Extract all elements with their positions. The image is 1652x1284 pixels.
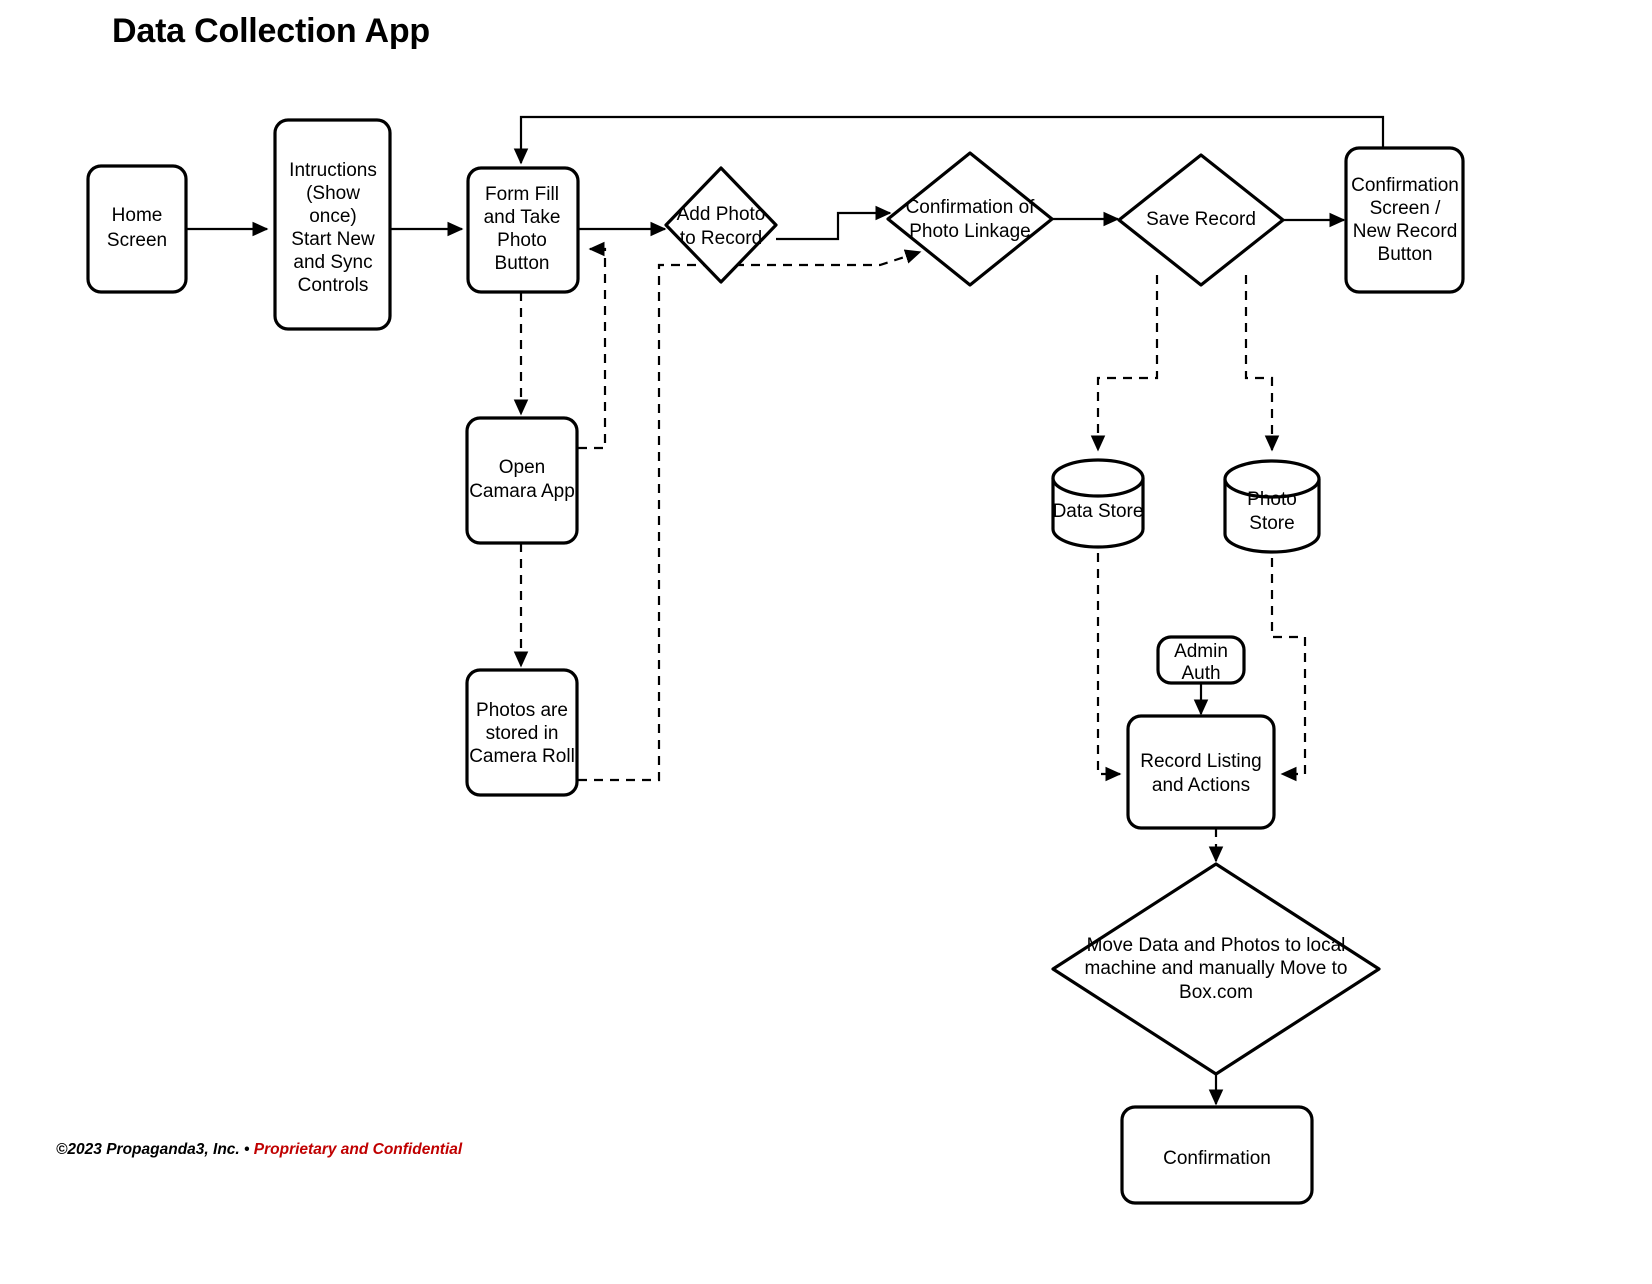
footer: ©2023 Propaganda3, Inc. • Proprietary an… bbox=[56, 1141, 462, 1159]
node-confirmation-screen[interactable]: Confirmation Screen / New Record Button bbox=[1344, 146, 1465, 294]
edge-save-record-to-data-store bbox=[1090, 275, 1159, 452]
edge-photo-store-to-record-listing bbox=[1270, 558, 1307, 782]
node-form-fill[interactable]: Form Fill and Take Photo Button bbox=[466, 166, 580, 294]
node-instructions[interactable]: Intructions (Show once) Start New and Sy… bbox=[273, 118, 392, 331]
node-form-fill-line-1: and Take bbox=[484, 207, 561, 228]
node-photo-store-line-1: Store bbox=[1249, 513, 1294, 534]
edge-confirmation-screen-to-form-fill bbox=[513, 115, 1385, 165]
node-photos-camera-roll[interactable]: Photos are stored in Camera Roll bbox=[465, 668, 579, 797]
node-photo-store[interactable]: Photo Store bbox=[1223, 459, 1321, 554]
node-add-photo[interactable]: Add Photo to Record bbox=[664, 166, 778, 284]
node-photos-roll-line-2: Camera Roll bbox=[469, 746, 575, 767]
node-admin-auth-line-0: Admin bbox=[1174, 641, 1228, 662]
page-title: Data Collection App bbox=[112, 12, 430, 50]
edge-photos-roll-to-confirmation-linkage bbox=[578, 249, 922, 782]
node-save-record[interactable]: Save Record bbox=[1117, 153, 1285, 287]
node-confirmation-screen-line-3: Button bbox=[1378, 244, 1433, 265]
footer-confidential: Proprietary and Confidential bbox=[253, 1141, 463, 1158]
edge-open-camera-to-form-fill bbox=[578, 241, 607, 450]
node-record-listing[interactable]: Record Listing and Actions bbox=[1126, 714, 1276, 830]
node-confirmation-linkage-line-0: Confirmation of bbox=[906, 197, 1036, 218]
node-photo-store-line-0: Photo bbox=[1247, 489, 1297, 510]
node-move-data[interactable]: Move Data and Photos to local machine an… bbox=[1051, 862, 1381, 1076]
node-instructions-line-5: Controls bbox=[298, 275, 369, 296]
node-confirmation-line-0: Confirmation bbox=[1163, 1148, 1271, 1169]
edge-data-store-to-record-listing bbox=[1096, 553, 1122, 782]
node-instructions-line-0: Intructions bbox=[289, 160, 377, 181]
node-open-camera-line-0: Open bbox=[499, 457, 545, 478]
node-photos-roll-line-1: stored in bbox=[486, 723, 559, 744]
node-confirmation[interactable]: Confirmation bbox=[1120, 1105, 1314, 1205]
edge-save-record-to-photo-store bbox=[1244, 275, 1280, 452]
node-confirmation-photo-linkage[interactable]: Confirmation of Photo Linkage bbox=[886, 151, 1054, 287]
node-instructions-line-1: (Show bbox=[306, 183, 360, 204]
node-add-photo-line-1: to Record bbox=[680, 228, 762, 249]
node-record-listing-line-0: Record Listing bbox=[1140, 751, 1261, 772]
node-instructions-line-4: and Sync bbox=[293, 252, 372, 273]
node-data-store[interactable]: Data Store bbox=[1051, 458, 1145, 549]
node-add-photo-line-0: Add Photo bbox=[677, 204, 766, 225]
node-data-store-line-0: Data Store bbox=[1053, 501, 1144, 522]
node-open-camera-line-1: Camara App bbox=[469, 481, 575, 502]
node-record-listing-line-1: and Actions bbox=[1152, 775, 1250, 796]
node-admin-auth[interactable]: Admin Auth bbox=[1156, 635, 1246, 685]
node-form-fill-line-3: Button bbox=[495, 253, 550, 274]
node-home-screen-line-1: Screen bbox=[107, 230, 167, 251]
node-move-data-line-1: machine and manually Move to bbox=[1085, 958, 1348, 979]
node-form-fill-line-0: Form Fill bbox=[485, 184, 559, 205]
node-home-screen-line-0: Home bbox=[112, 205, 163, 226]
node-form-fill-line-2: Photo bbox=[497, 230, 547, 251]
node-home-screen[interactable]: Home Screen bbox=[86, 164, 188, 294]
node-instructions-line-3: Start New bbox=[291, 229, 375, 250]
node-confirmation-screen-line-1: Screen / bbox=[1370, 198, 1441, 219]
node-move-data-line-0: Move Data and Photos to local bbox=[1087, 935, 1346, 956]
node-open-camera-app[interactable]: Open Camara App bbox=[465, 416, 579, 545]
node-confirmation-linkage-line-1: Photo Linkage bbox=[909, 221, 1031, 242]
edge-add-photo-to-confirmation-linkage bbox=[776, 205, 892, 241]
node-move-data-line-2: Box.com bbox=[1179, 982, 1253, 1003]
node-confirmation-screen-line-0: Confirmation bbox=[1351, 175, 1459, 196]
node-photos-roll-line-0: Photos are bbox=[476, 700, 568, 721]
node-confirmation-screen-line-2: New Record bbox=[1353, 221, 1458, 242]
node-instructions-line-2: once) bbox=[309, 206, 357, 227]
node-save-record-line-0: Save Record bbox=[1146, 209, 1256, 230]
node-admin-auth-line-1: Auth bbox=[1181, 663, 1220, 684]
footer-copyright: ©2023 Propaganda3, Inc. • bbox=[56, 1141, 254, 1158]
